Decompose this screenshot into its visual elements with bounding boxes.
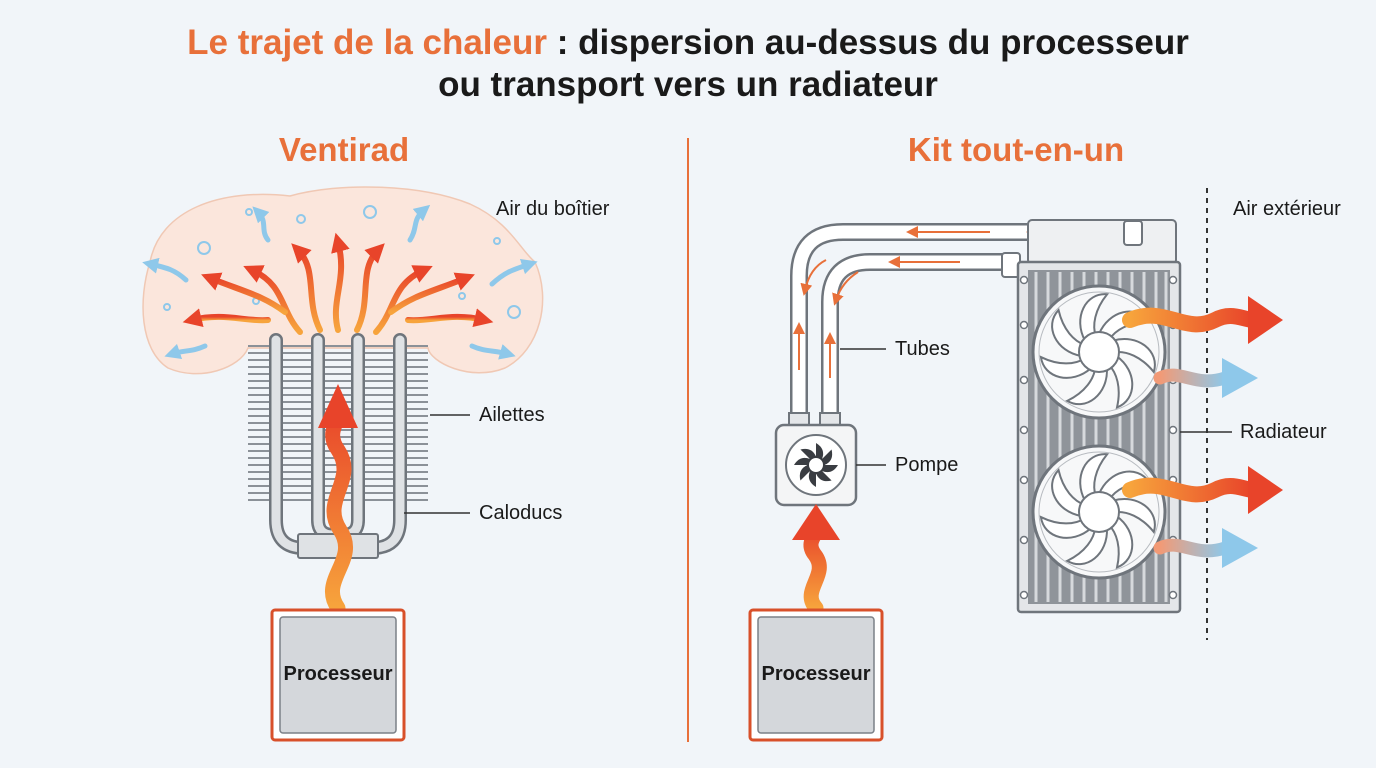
title-rest: : dispersion au-dessus du processeur [547, 23, 1189, 62]
pump-label: Pompe [895, 454, 959, 476]
fins-label: Ailettes [479, 404, 545, 426]
radiator-label: Radiateur [1240, 421, 1327, 443]
outside-air-label: Air extérieur [1233, 198, 1341, 220]
ventirad-cpu-die [279, 616, 397, 734]
radiator-fan-top [1031, 284, 1167, 420]
aio-cpu-die [757, 616, 875, 734]
case-air-label: Air du boîtier [496, 198, 610, 220]
ventirad-cpu-label: Processeur [283, 663, 393, 685]
exhaust-arrows [1122, 307, 1260, 558]
aio-cpu-label: Processeur [761, 663, 871, 685]
radiator-fan-bottom [1031, 444, 1167, 580]
pump-impeller [794, 443, 838, 487]
tubes-label: Tubes [895, 338, 950, 360]
title-line2: ou transport vers un radiateur [438, 65, 938, 104]
heatpipes-label: Caloducs [479, 502, 563, 524]
aio-heading: Kit tout-en-un [907, 131, 1125, 168]
hot-air-arrows [182, 232, 494, 335]
case-air-arrows [142, 204, 538, 360]
heat-rise-arrow [325, 397, 353, 616]
page-title: Le trajet de la chaleur : dispersion au-… [0, 22, 1376, 106]
radiator-top-tank [1027, 219, 1177, 265]
ventirad-heading: Ventirad [278, 131, 410, 168]
title-highlight: Le trajet de la chaleur [187, 23, 548, 62]
aio-tubes [790, 223, 1140, 416]
